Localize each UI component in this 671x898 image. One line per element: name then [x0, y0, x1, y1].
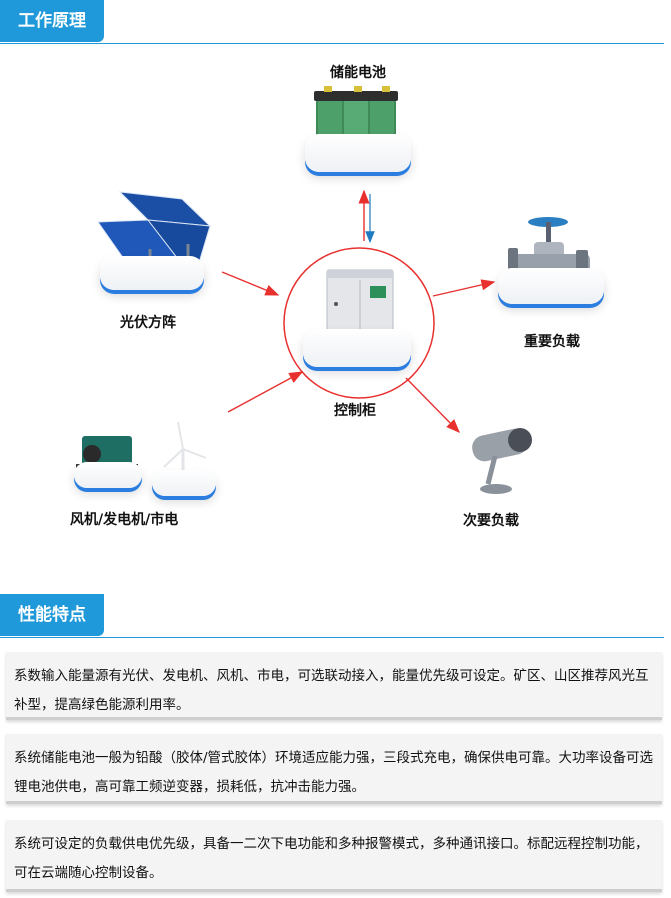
- arrow-wind-to-control: [227, 371, 304, 413]
- camera-label: 次要负载: [463, 513, 519, 529]
- generator-platform: [74, 462, 142, 488]
- valve-label: 重要负载: [524, 334, 580, 350]
- arrow-control-to-camera: [405, 377, 460, 433]
- section-title-features: 性能特点: [0, 594, 104, 636]
- section-divider: [0, 43, 664, 44]
- wind-label: 风机/发电机/市电: [70, 512, 179, 528]
- solar-label: 光伏方阵: [120, 315, 176, 331]
- system-diagram: 储能电池 光伏方阵 控制柜 重要负载 风机/发电机/市电 次要负载: [0, 44, 671, 564]
- feature-item-1: 系数输入能量源有光伏、发电机、风机、市电，可选联动接入，能量优先级可设定。矿区、…: [6, 652, 662, 720]
- battery-icon: [314, 86, 398, 140]
- section-title-principle: 工作原理: [0, 0, 104, 42]
- feature-item-3: 系统可设定的负载供电优先级，具备一二次下电功能和多种报警模式，多种通讯接口。标配…: [6, 820, 662, 892]
- control-platform: [303, 329, 411, 367]
- section-header-features: 性能特点: [0, 594, 664, 638]
- valve-platform: [498, 268, 604, 304]
- battery-label: 储能电池: [330, 65, 386, 81]
- section-divider: [0, 637, 664, 638]
- feature-item-2: 系统储能电池一般为铅酸（胶体/管式胶体）环境适应能力强，三段式充电，确保供电可靠…: [6, 734, 662, 804]
- arrow-solar-to-control: [221, 271, 280, 296]
- control-cabinet-highlight-ring: [283, 247, 435, 399]
- section-header-principle: 工作原理: [0, 0, 664, 44]
- wind-platform: [152, 470, 216, 496]
- control-label: 控制柜: [334, 403, 376, 419]
- camera-icon: [472, 428, 532, 494]
- solar-platform: [100, 256, 204, 290]
- arrow-control-to-valve: [432, 279, 496, 297]
- battery-platform: [305, 134, 411, 172]
